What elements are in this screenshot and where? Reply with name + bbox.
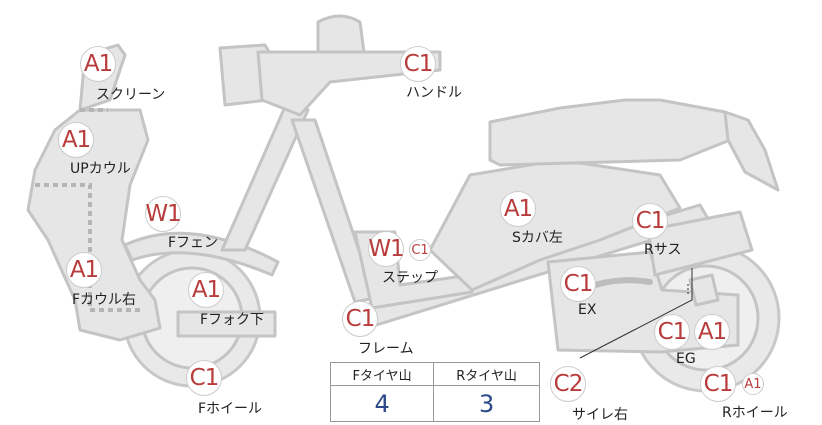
grade-badge-upper-cowl: A1 [58, 122, 94, 158]
part-label-rear-suspension: Rサス [644, 242, 682, 258]
grade-badge-rear-wheel-1: C1 [700, 366, 736, 402]
part-label-front-cowl-right: Fカウル右 [72, 292, 137, 308]
tread-value-front: 4 [331, 385, 435, 421]
part-label-rear-wheel: Rホイール [722, 405, 788, 421]
seat-shape [488, 98, 732, 167]
front-fender-shape [123, 231, 280, 277]
grade-badge-front-wheel: C1 [186, 360, 222, 396]
part-label-silencer-right: サイレ右 [572, 407, 628, 423]
grade-badge-step-2: C1 [409, 239, 431, 261]
part-label-step: ステップ [382, 270, 438, 286]
grade-badge-exhaust: C1 [560, 266, 596, 302]
front-cowl-shape [26, 108, 162, 342]
grade-badge-step-1: W1 [368, 231, 405, 267]
grade-badge-screen: A1 [80, 46, 116, 82]
frame-shape [290, 118, 377, 304]
rear-suspension-shape [646, 210, 754, 277]
part-label-engine: EG [676, 351, 696, 367]
part-label-side-cover-left: Sカバ左 [512, 230, 563, 246]
part-label-front-fender: Fフェン [168, 235, 219, 251]
grade-badge-front-fender: W1 [145, 196, 182, 232]
grade-badge-frame: C1 [342, 301, 378, 337]
grade-badge-engine-1: C1 [654, 314, 690, 350]
part-label-handle: ハンドル [406, 85, 462, 101]
tread-value-rear: 3 [478, 389, 495, 418]
tire-tread-table: Fタイヤ山 Rタイヤ山 4 3 [330, 362, 540, 422]
part-label-frame: フレーム [358, 341, 414, 357]
part-label-front-wheel: Fホイール [198, 401, 263, 417]
handle-shape [256, 50, 442, 117]
grade-badge-engine-2: A1 [694, 314, 730, 350]
grade-badge-front-fork-lower: A1 [188, 272, 224, 308]
grade-badge-handle: C1 [400, 46, 436, 82]
side-cover-shape [428, 158, 682, 292]
grade-badge-side-cover-left: A1 [500, 191, 536, 227]
part-label-exhaust: EX [578, 302, 597, 318]
part-label-upper-cowl: UPカウル [70, 161, 131, 177]
grade-badge-rear-suspension: C1 [632, 203, 668, 239]
grade-badge-rear-wheel-2: A1 [742, 373, 764, 395]
tread-header-front: Fタイヤ山 [331, 363, 435, 386]
part-label-screen: スクリーン [96, 87, 166, 103]
tread-header-rear: Rタイヤ山 [433, 363, 539, 386]
part-label-front-fork-lower: Fフォク下 [200, 312, 265, 328]
grade-badge-front-cowl-right: A1 [66, 252, 102, 288]
grade-badge-silencer-right: C2 [550, 366, 586, 402]
